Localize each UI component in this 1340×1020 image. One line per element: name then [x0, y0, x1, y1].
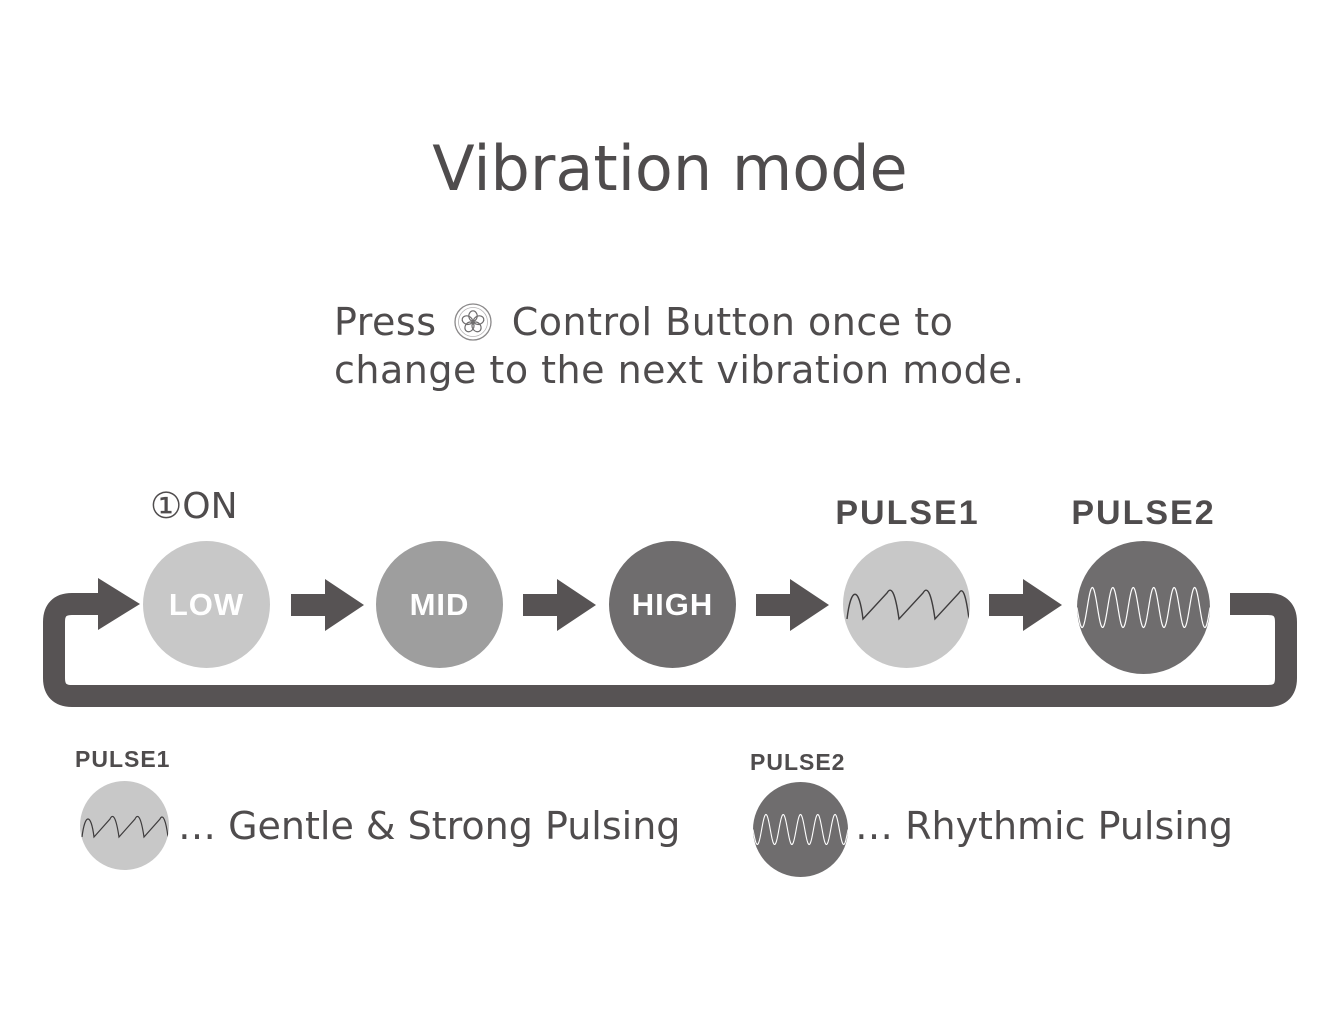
legend-pulse1-description: … Gentle & Strong Pulsing: [178, 804, 681, 848]
sine-wave-icon: [753, 813, 848, 846]
instruction-press-text: Press: [334, 300, 437, 344]
legend-pulse2-circle: [753, 782, 848, 877]
forward-arrow-4: [989, 579, 1062, 631]
instruction-line-2: change to the next vibration mode.: [334, 348, 1025, 392]
page-title: Vibration mode: [432, 132, 908, 205]
pulse2-header: PULSE2: [1071, 494, 1216, 532]
mode-mid-circle: MID: [376, 541, 503, 668]
sine-wave-icon: [1077, 586, 1210, 629]
mode-low-circle: LOW: [143, 541, 270, 668]
forward-arrow-1: [291, 579, 364, 631]
loop-arrow-head: [98, 578, 140, 630]
power-on-label: ①ON: [150, 486, 238, 527]
legend-pulse2-header: PULSE2: [750, 749, 846, 775]
flower-button-icon: [453, 302, 493, 342]
mode-low-label: LOW: [168, 586, 245, 622]
forward-arrow-3: [756, 579, 829, 631]
loop-return-arrow: [43, 593, 1297, 707]
instruction-control-text: Control Button once to: [511, 300, 954, 344]
sawtooth-wave-icon: [81, 815, 169, 839]
legend-pulse1-header: PULSE1: [75, 746, 171, 772]
mode-mid-label: MID: [409, 586, 470, 622]
mode-high-label: HIGH: [631, 586, 714, 622]
instruction-line-1: Press Control Button once to: [334, 300, 953, 344]
pulse1-header: PULSE1: [835, 494, 980, 532]
sawtooth-wave-icon: [846, 589, 970, 621]
legend-pulse2-description: … Rhythmic Pulsing: [855, 804, 1234, 848]
mode-pulse1-circle: [843, 541, 970, 668]
mode-high-circle: HIGH: [609, 541, 736, 668]
legend-pulse1-circle: [80, 781, 169, 870]
forward-arrow-2: [523, 579, 596, 631]
mode-pulse2-circle: [1077, 541, 1210, 674]
